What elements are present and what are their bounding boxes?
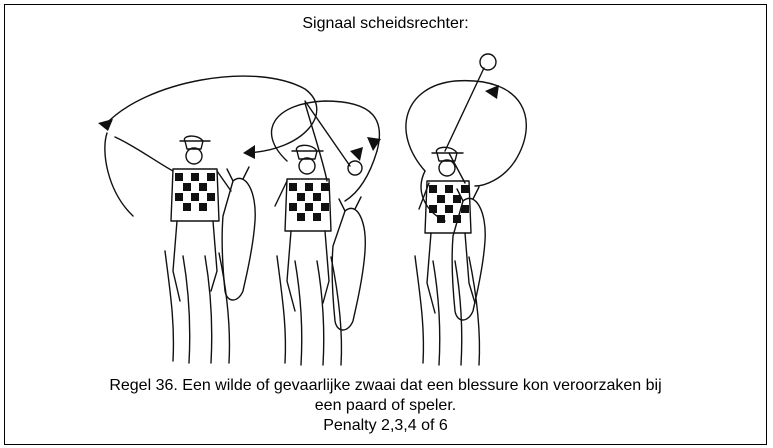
- referee-signal-illustration: [5, 41, 767, 371]
- page-title: Signaal scheidsrechter:: [5, 15, 766, 33]
- caption-line-3: Penalty 2,3,4 of 6: [5, 416, 766, 436]
- document-frame: Signaal scheidsrechter:: [4, 4, 767, 445]
- figure-caption: Regel 36. Een wilde of gevaarlijke zwaai…: [5, 376, 766, 436]
- rider-figure-3: [406, 54, 526, 365]
- caption-line-2: een paard of speler.: [5, 396, 766, 416]
- caption-line-1: Regel 36. Een wilde of gevaarlijke zwaai…: [5, 376, 766, 396]
- rider-figure-2: [272, 101, 381, 365]
